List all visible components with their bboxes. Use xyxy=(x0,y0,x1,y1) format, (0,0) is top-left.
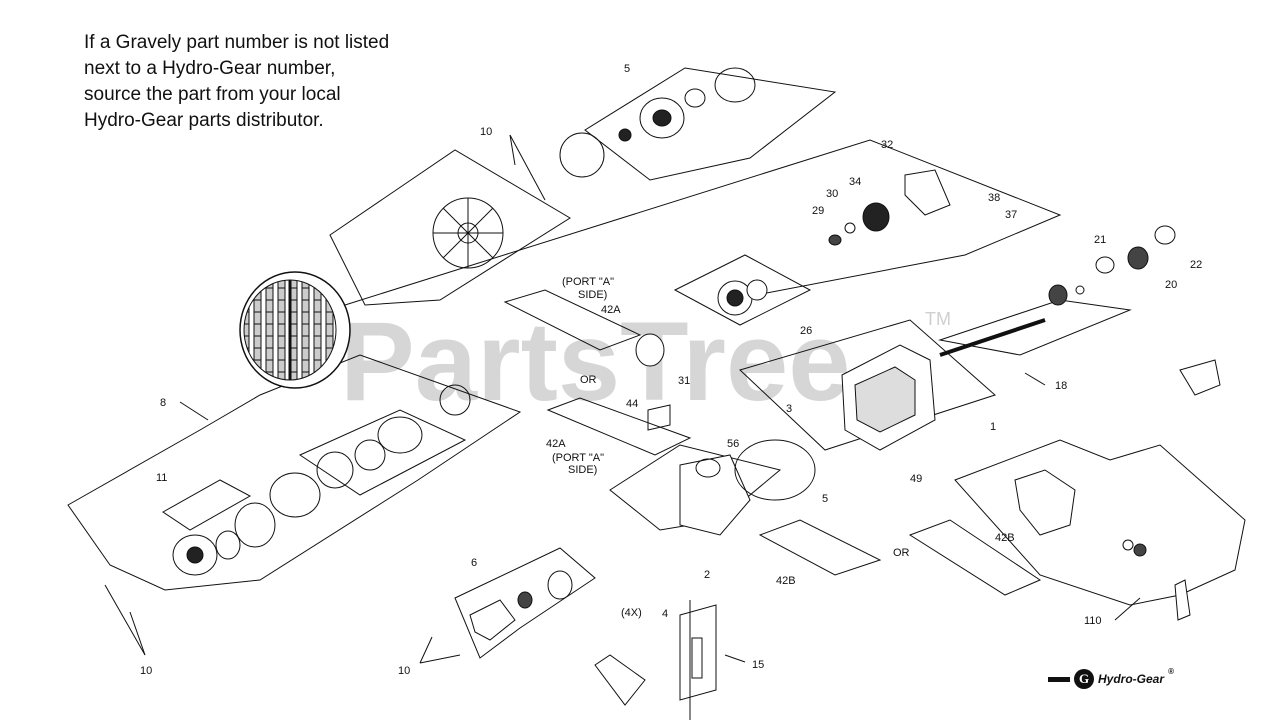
center-section-outline xyxy=(609,444,782,531)
callout-29: 29 xyxy=(812,205,824,217)
bearing-26-outline xyxy=(673,254,812,326)
leader-8 xyxy=(179,401,209,421)
callout-20: 20 xyxy=(1165,279,1177,291)
logo-text: Hydro-Gear xyxy=(1098,672,1165,686)
port-a-label-top: (PORT "A" xyxy=(562,276,614,288)
callout-1: 1 xyxy=(990,421,996,433)
port-a-label-mid: (PORT "A" xyxy=(552,452,604,464)
leader-10-top-b xyxy=(509,134,546,201)
callout-2: 2 xyxy=(704,569,710,581)
filter-cover-assembly xyxy=(469,570,703,706)
note-line-1: If a Gravely part number is not listed xyxy=(84,32,390,53)
callout-5: 5 xyxy=(624,63,630,75)
callout-31: 31 xyxy=(678,375,690,387)
leader-10-top-a xyxy=(509,134,516,166)
hydro-gear-logo: G Hydro-Gear ® xyxy=(1048,667,1174,691)
callout-4x: (4X) xyxy=(621,607,642,619)
bearing-26 xyxy=(717,279,768,316)
callout-labels: 5 10 32 34 30 29 38 37 21 22 20 26 (PORT… xyxy=(140,63,1202,677)
callout-38: 38 xyxy=(988,192,1000,204)
fitting-42a-top-outline xyxy=(503,289,642,351)
plate-44-outline xyxy=(647,404,671,431)
logo-registered-mark: ® xyxy=(1168,667,1174,676)
center-section xyxy=(635,333,816,536)
callout-15: 15 xyxy=(752,659,764,671)
housing-outline xyxy=(739,319,996,451)
leader-10-left-a xyxy=(104,584,146,656)
charge-pump-assembly xyxy=(172,384,471,576)
shaft-18-outline xyxy=(938,299,1132,356)
callout-37: 37 xyxy=(1005,209,1017,221)
top-cover-assembly xyxy=(559,67,756,178)
group-8-outline xyxy=(67,354,522,591)
note-line-4: Hydro-Gear parts distributor. xyxy=(84,110,324,131)
leader-18 xyxy=(1024,372,1046,386)
valve-42b-right-outline xyxy=(908,519,1042,596)
note-line-3: source the part from your local xyxy=(84,84,341,105)
pump-cover-outline xyxy=(298,409,467,496)
fan-group-outline xyxy=(329,149,571,306)
assembly-outlines xyxy=(67,67,1246,720)
group-110-outline xyxy=(954,439,1246,606)
watermark-trademark: TM xyxy=(925,309,951,329)
bypass-lever-assembly xyxy=(1014,359,1221,621)
or-label-left: OR xyxy=(580,374,597,386)
shaft-axis-line xyxy=(344,139,1062,306)
callout-56: 56 xyxy=(727,438,739,450)
fitting-42a-mid-outline xyxy=(546,397,692,456)
group-6-outline xyxy=(454,547,596,659)
callout-10-left: 10 xyxy=(140,665,152,677)
valve-42b-outline xyxy=(758,519,882,576)
leader-10-bottom-a xyxy=(419,636,433,664)
or-label-right: OR xyxy=(893,547,910,559)
callout-21: 21 xyxy=(1094,234,1106,246)
callout-42b: 42B xyxy=(995,532,1015,544)
callout-30: 30 xyxy=(826,188,838,200)
callout-10-bottom: 10 xyxy=(398,665,410,677)
callout-26: 26 xyxy=(800,325,812,337)
logo-bar xyxy=(1048,676,1070,682)
callout-4: 4 xyxy=(662,608,668,620)
port-a-label-mid-side: SIDE) xyxy=(568,464,597,476)
leader-10-bottom-b xyxy=(419,654,461,664)
filter-15-outline xyxy=(679,604,717,701)
note-line-2: next to a Hydro-Gear number, xyxy=(84,58,336,79)
gravely-part-note: If a Gravely part number is not listed n… xyxy=(84,30,464,134)
leader-110 xyxy=(1114,597,1141,621)
callout-11: 11 xyxy=(156,472,167,484)
callout-18: 18 xyxy=(1055,380,1067,392)
leader-15 xyxy=(724,654,746,663)
callout-44: 44 xyxy=(626,398,638,410)
callout-32: 32 xyxy=(881,139,893,151)
callout-22: 22 xyxy=(1190,259,1202,271)
callout-42b-right: 42B xyxy=(776,575,796,587)
callout-10: 10 xyxy=(480,126,492,138)
watermark: PartsTree xyxy=(340,299,851,424)
hydro-gear-logo-icon: G xyxy=(1074,669,1094,689)
callout-42a-mid: 42A xyxy=(546,438,566,450)
leader-10-left-b xyxy=(129,611,146,656)
callout-8-top: 8 xyxy=(160,397,166,409)
fitting-11-outline xyxy=(162,479,252,531)
callout-6: 6 xyxy=(471,557,477,569)
callout-34: 34 xyxy=(849,176,861,188)
callout-49: 49 xyxy=(910,473,922,485)
cover-group-outline xyxy=(584,67,837,181)
port-a-label-top-side: SIDE) xyxy=(578,289,607,301)
callout-3: 3 xyxy=(786,403,792,415)
fan xyxy=(432,197,504,269)
callout-42a-top: 42A xyxy=(601,304,621,316)
hydro-housing xyxy=(841,318,1046,451)
callout-110: 110 xyxy=(1084,615,1102,627)
grille-cover xyxy=(239,271,351,389)
callout-5-mid: 5 xyxy=(822,493,828,505)
top-right-parts xyxy=(828,169,1176,306)
